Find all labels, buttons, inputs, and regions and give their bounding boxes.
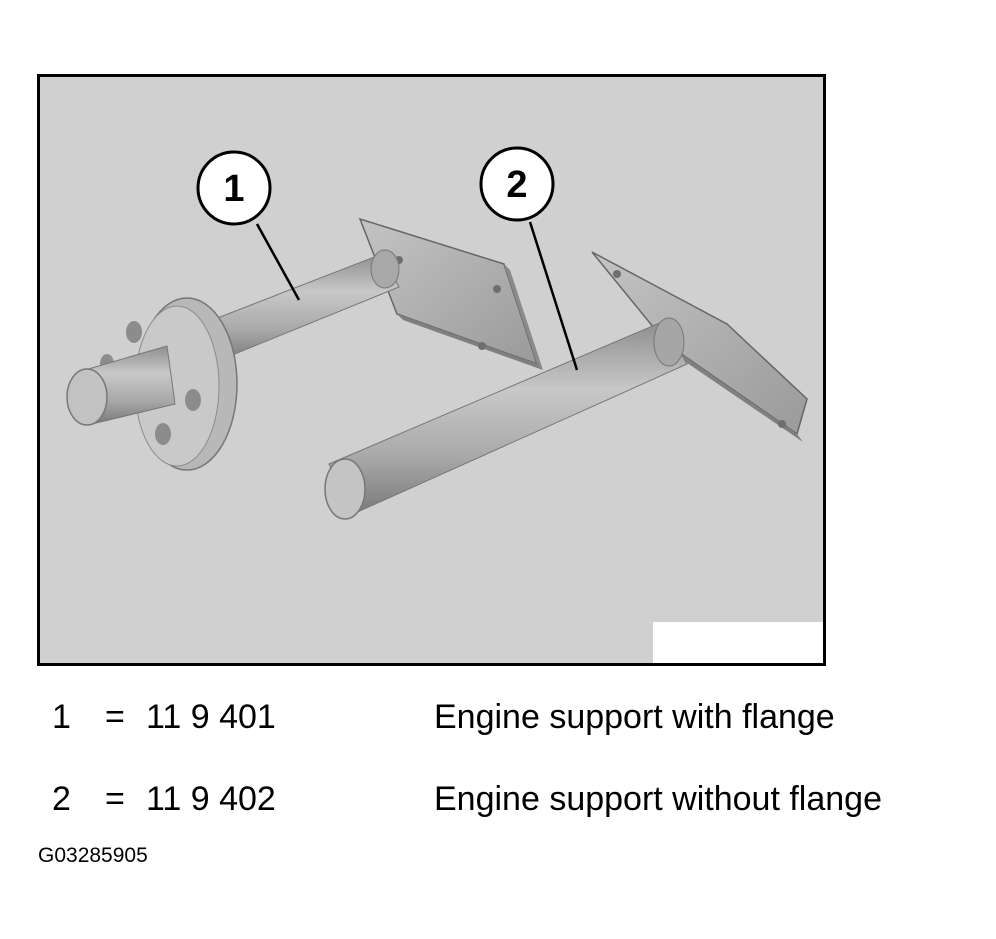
legend-description: Engine support with flange [434, 698, 835, 736]
engine-support-without-flange [324, 251, 808, 520]
tool-illustration: 1 2 [37, 74, 826, 666]
figure-id: G03285905 [38, 844, 148, 867]
callout-1-leader [255, 223, 301, 301]
legend-number: 2 [52, 780, 71, 818]
legend-part-number: 11 9 402 [146, 780, 276, 818]
blank-corner-box [653, 622, 823, 663]
callout-2-leader [528, 221, 579, 371]
legend-number: 1 [52, 698, 71, 736]
legend-equals: = [105, 780, 125, 818]
legend-equals: = [105, 698, 125, 736]
engine-support-with-flange [66, 217, 543, 471]
legend-part-number: 11 9 401 [146, 698, 276, 736]
callout-1-label: 1 [223, 168, 244, 210]
callout-1: 1 [196, 150, 272, 226]
callout-2-label: 2 [506, 164, 527, 206]
legend-description: Engine support without flange [434, 780, 882, 818]
callout-2: 2 [479, 146, 555, 222]
